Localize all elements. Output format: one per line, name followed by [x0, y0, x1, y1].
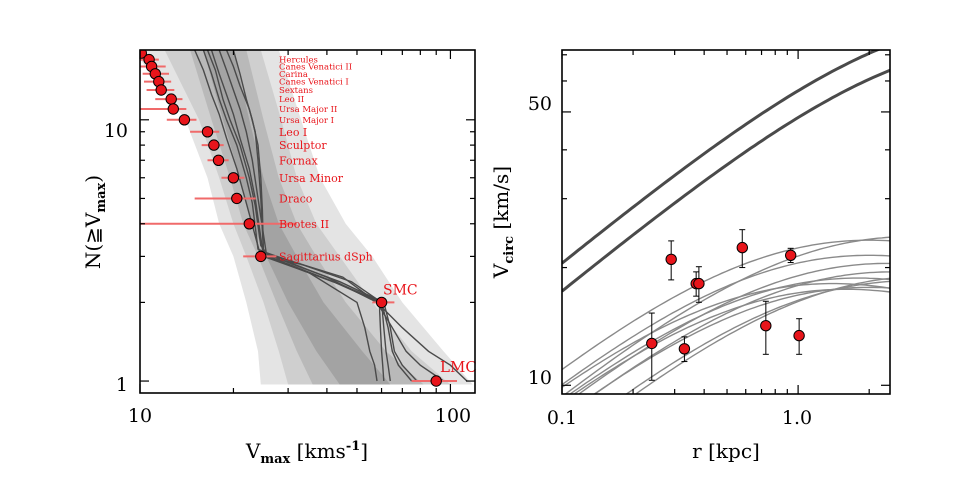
satellite-label: Ursa Major I — [279, 116, 334, 126]
satellite-label: LMC — [440, 358, 477, 376]
light-rotation-curve-6 — [562, 282, 890, 388]
satellite-label: Sagittarius dSph — [279, 250, 373, 263]
dark-rotation-curve-1 — [562, 50, 881, 265]
right-ylabel-main: V — [489, 263, 513, 279]
right-ylabel-rest: [km/s] — [489, 166, 513, 236]
left-ylabel-sub: max — [94, 182, 109, 212]
right-x-axis-label: r [kpc] — [692, 439, 760, 463]
left-xtick-label-10: 10 — [128, 405, 152, 427]
right-ytick-label-10: 10 — [528, 367, 552, 389]
satellite-point-14 — [231, 192, 243, 205]
satellite-point-16 — [255, 250, 267, 263]
velocity-point-9 — [793, 329, 805, 342]
satellite-label: Hercules — [279, 56, 318, 66]
velocity-point-3 — [678, 343, 691, 355]
satellite-point-13 — [227, 172, 240, 184]
satellite-label: Leo I — [279, 126, 307, 139]
satellite-point-17 — [375, 296, 388, 309]
satellite-points — [140, 50, 442, 387]
left-ticks — [139, 50, 475, 393]
satellite-label: Draco — [279, 192, 313, 205]
velocity-point-5 — [693, 277, 705, 290]
satellite-label: Leo II — [279, 95, 304, 105]
left-xlabel-sup: -1 — [346, 439, 360, 454]
left-xlabel-sub: max — [260, 452, 290, 467]
rotation-curves — [562, 50, 890, 394]
dark-rotation-curve-2 — [562, 68, 890, 293]
left-xtick-label-100: 100 — [435, 405, 471, 427]
left-plot-frame — [139, 49, 476, 394]
light-rotation-curve-2 — [564, 236, 890, 394]
left-ytick-label-1: 1 — [116, 374, 128, 396]
subhalo-curve-1 — [202, 50, 444, 382]
satellite-point-9 — [178, 114, 191, 126]
satellite-point-7 — [165, 93, 177, 105]
right-xtick-label-0.1: 0.1 — [547, 407, 577, 429]
spread-band-4 — [203, 50, 391, 385]
left-ytick-label-10: 10 — [104, 120, 128, 142]
right-panel: 0.1 1.0 10 50 r [kpc] Vcirc [km/s] — [489, 49, 891, 463]
left-ylabel-main: N(≧V — [81, 212, 105, 269]
velocity-point-2 — [665, 253, 677, 265]
light-rotation-curve-11 — [634, 277, 890, 394]
satellite-point-12 — [212, 154, 225, 167]
light-rotation-curve-4 — [577, 262, 890, 394]
satellite-label: Canes Venatici I — [279, 78, 349, 88]
light-rotation-curve-7 — [593, 271, 890, 394]
satellite-label: Canes Venatici II — [279, 63, 352, 73]
light-rotation-curve-8 — [573, 288, 890, 394]
left-ylabel-end: ) — [81, 175, 105, 183]
right-ytick-label-50: 50 — [528, 93, 552, 115]
satellite-label: Bootes II — [279, 218, 329, 231]
satellite-label: SMC — [383, 282, 418, 298]
satellite-label: Fornax — [279, 154, 319, 167]
velocity-point-8 — [785, 249, 797, 262]
velocity-points — [646, 241, 805, 355]
velocity-point-7 — [760, 320, 772, 332]
right-xtick-label-1.0: 1.0 — [782, 407, 812, 429]
velocity-point-6 — [736, 241, 748, 254]
light-rotation-curve-1 — [562, 239, 890, 371]
right-plot-frame — [561, 49, 891, 395]
velocity-point-1 — [646, 337, 658, 350]
right-y-axis-label: Vcirc [km/s] — [489, 166, 517, 279]
subhalo-curve-7 — [206, 50, 378, 382]
satellite-point-15 — [243, 218, 256, 230]
satellite-point-8 — [167, 103, 180, 115]
subhalo-curves — [194, 50, 468, 382]
satellite-label: Carina — [279, 70, 308, 80]
left-xlabel-rest: [kms — [290, 439, 346, 463]
light-rotation-curve-5 — [568, 277, 890, 394]
satellite-label: Sculptor — [279, 139, 327, 152]
right-ticks — [561, 50, 890, 394]
satellite-point-10 — [201, 126, 214, 138]
satellite-label: Ursa Major II — [279, 105, 337, 115]
satellite-label: Ursa Minor — [279, 172, 344, 185]
satellite-label: Sextans — [279, 86, 313, 96]
left-xlabel-end: ] — [360, 439, 368, 463]
satellite-point-6 — [155, 84, 167, 96]
light-rotation-curve-3 — [562, 254, 890, 386]
satellite-point-18 — [430, 375, 442, 387]
left-xlabel-main: V — [245, 439, 261, 463]
light-rotation-curve-9 — [593, 286, 890, 394]
satellite-point-11 — [208, 139, 220, 151]
left-y-axis-label: N(≧Vmax) — [81, 175, 109, 269]
right-ylabel-sub: circ — [502, 236, 517, 264]
left-x-axis-label: Vmax [kms-1] — [245, 439, 368, 467]
